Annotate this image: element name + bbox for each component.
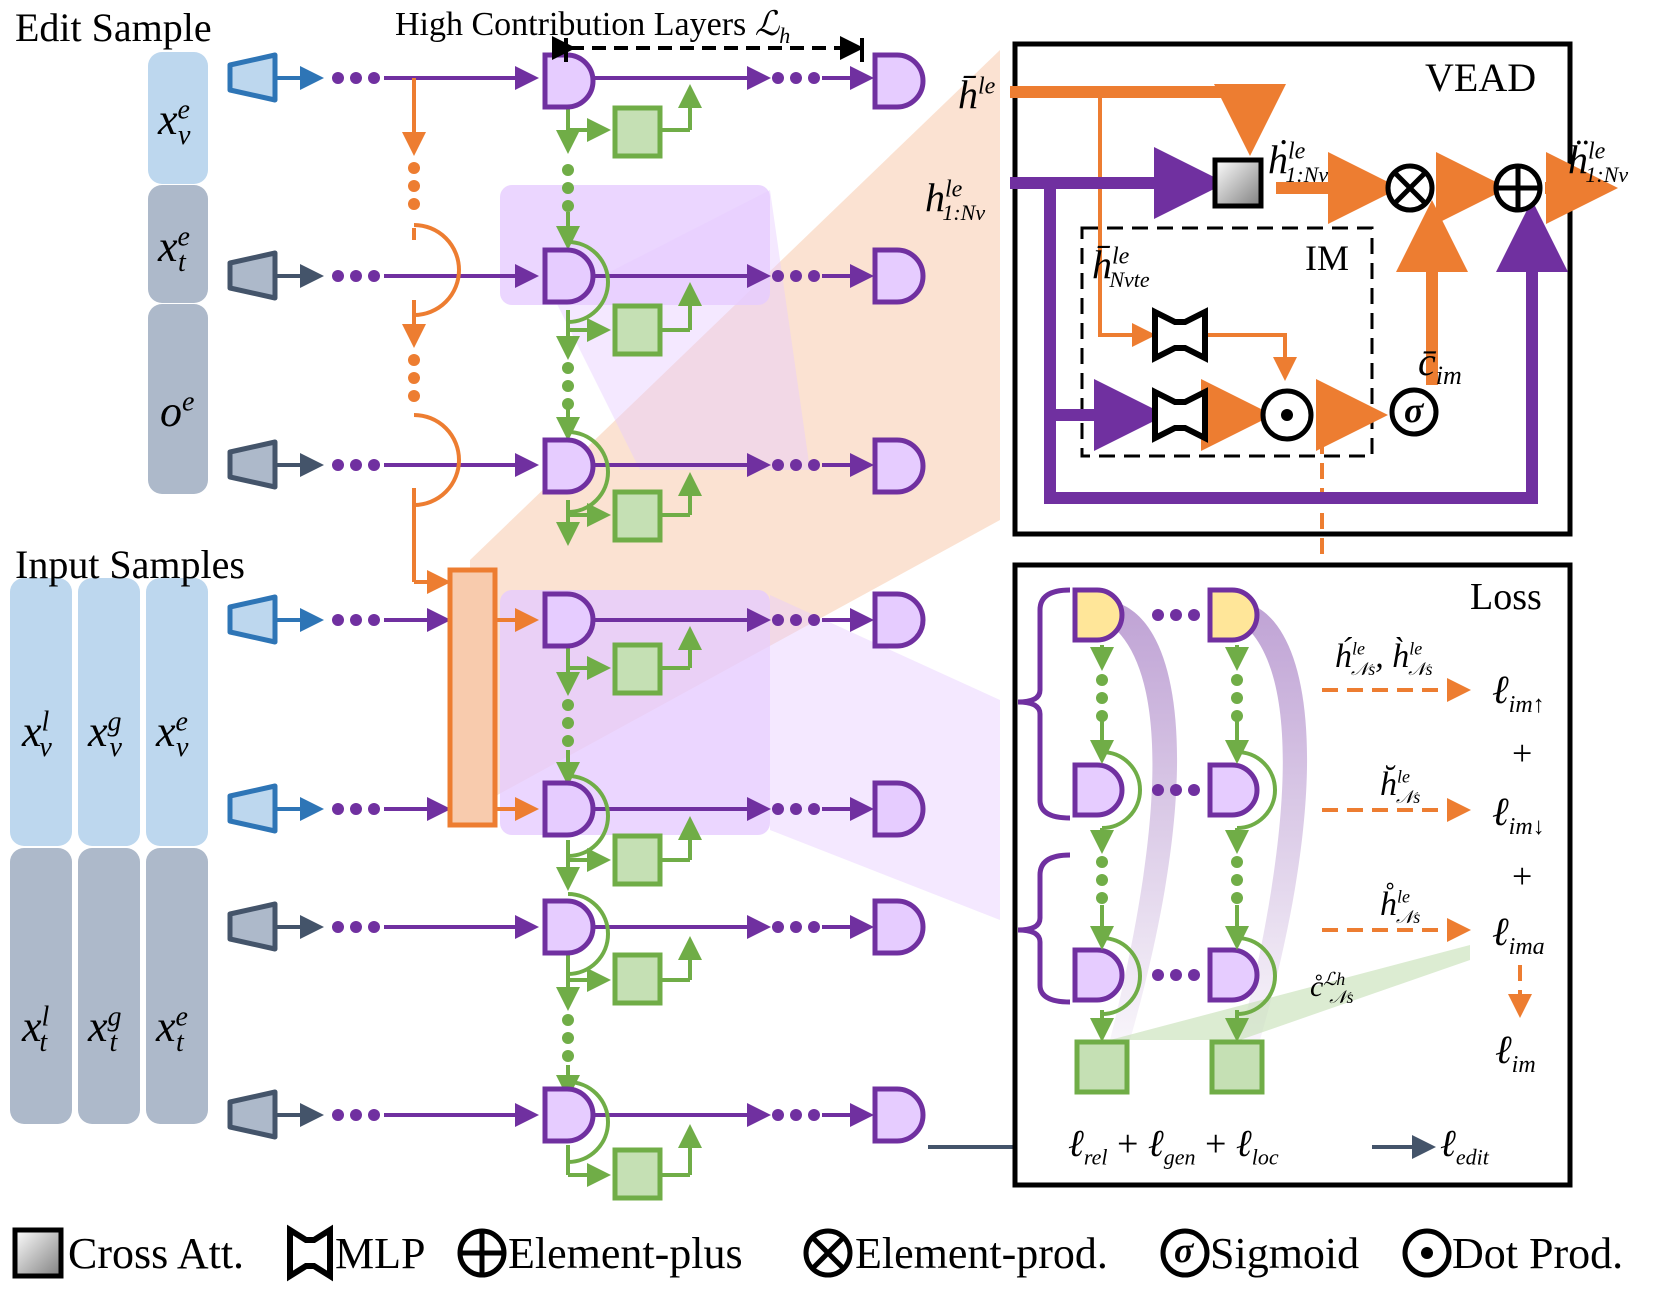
input-bar-xvl	[10, 578, 72, 846]
element-prod-op	[1385, 163, 1435, 213]
encoder-5	[227, 783, 278, 834]
loss-orange-branches	[1322, 678, 1532, 1018]
green-dots	[562, 164, 574, 1062]
label-l-im-up: ℓim↑	[1492, 667, 1545, 718]
orange-dots	[408, 162, 420, 402]
highlight-block-bottom	[500, 590, 770, 835]
encoder-3	[227, 439, 278, 490]
label-l-edit: ℓedit	[1440, 1123, 1489, 1170]
sigmoid-glyph: σ	[1404, 390, 1424, 430]
high-contribution-span	[552, 36, 864, 62]
input-bar-xve	[146, 578, 208, 846]
label-h-in: hle1:Nv	[925, 175, 986, 225]
high-layers-title: High Contribution Layers ℒh	[395, 6, 791, 48]
token-xvg: xgv	[88, 706, 122, 763]
legend-dot-prod: Dot Prod.	[1452, 1229, 1624, 1278]
dot-leaders	[332, 72, 820, 1121]
label-l-im-down: ℓim↓	[1492, 789, 1545, 840]
input-samples-title: Input Samples	[15, 542, 245, 587]
element-plus-op	[1493, 163, 1543, 213]
token-xtl: xlt	[22, 1001, 50, 1058]
encoder-1	[227, 52, 278, 103]
label-h-ddot: ḧle1:Nv	[1568, 137, 1629, 187]
loss-green-dots	[1096, 674, 1243, 904]
label-edit-loss-sum: ℓrel + ℓgen + ℓloc	[1068, 1123, 1279, 1170]
input-bar-xtl	[10, 848, 72, 1124]
legend-cross-att: Cross Att.	[68, 1229, 245, 1278]
mlp-top	[1152, 307, 1208, 363]
encoders	[227, 52, 278, 1140]
label-c-im: c̄im	[1418, 339, 1462, 390]
green-squares	[612, 105, 663, 1201]
input-bar-xte	[146, 848, 208, 1124]
encoder-4	[227, 594, 278, 645]
edit-sample-title: Edit Sample	[15, 5, 212, 50]
label-h-bar: h̄le	[958, 72, 996, 117]
token-xtg: xgt	[88, 1001, 122, 1058]
loss-purple-dots	[1152, 609, 1200, 981]
label-c-ring: c̊ℒh𝒩s	[1310, 969, 1354, 1007]
legend-sigmoid-glyph: σ	[1174, 1230, 1194, 1270]
loss-gates	[1072, 587, 1260, 1003]
token-xve-input: xev	[156, 706, 189, 763]
loss-green	[1090, 645, 1277, 1042]
edit-token-bar-oe	[148, 304, 208, 494]
gates	[542, 52, 926, 1144]
im-title: IM	[1305, 238, 1349, 278]
orange-vead-block	[447, 567, 498, 828]
legend-mlp: MLP	[335, 1229, 426, 1278]
plus-1: +	[1512, 733, 1533, 773]
loss-green-squares	[1074, 1039, 1265, 1095]
sigmoid-op	[1389, 387, 1439, 437]
token-xte: xet	[158, 221, 190, 278]
label-h-ring: h̊le𝒩s	[1380, 886, 1421, 927]
legend-sigmoid: Sigmoid	[1210, 1229, 1360, 1278]
projection-purple-bottom	[770, 595, 1000, 920]
im-box	[1080, 226, 1374, 458]
edit-token-bar-xte	[148, 185, 208, 303]
token-oe: oe	[160, 386, 195, 436]
legend-icons	[12, 1224, 1452, 1282]
label-h-breve: h̆le𝒩s	[1380, 766, 1421, 807]
label-h-bar-nvt: h̄leNvte	[1092, 242, 1150, 292]
plus-2: +	[1512, 856, 1533, 896]
vead-orange	[1010, 84, 1618, 930]
vead-purple	[1010, 147, 1568, 504]
encoder-arrows	[277, 66, 324, 1127]
edit-token-bar-xve	[148, 52, 208, 184]
encoder-2	[227, 250, 278, 301]
vead-box	[1012, 41, 1573, 537]
loss-title: Loss	[1470, 576, 1542, 618]
token-xte-input: xet	[156, 1001, 188, 1058]
cross-att-block	[1212, 157, 1264, 209]
token-xvl: xlv	[22, 706, 52, 763]
green-chains	[556, 84, 702, 1187]
label-l-im: ℓim	[1495, 1027, 1536, 1078]
label-h-dot: ḣle1:Nv	[1268, 137, 1329, 187]
label-h-up: h́le𝒩s, h̀le𝒩s	[1335, 638, 1433, 679]
vead-title: VEAD	[1425, 55, 1537, 100]
input-bar-xvg	[78, 578, 140, 846]
legend-element-prod: Element-prod.	[855, 1229, 1108, 1278]
token-xve: xev	[158, 94, 191, 151]
encoder-6	[227, 901, 278, 952]
encoder-7	[227, 1089, 278, 1140]
orange-routing	[402, 78, 539, 821]
label-l-im-a: ℓima	[1492, 909, 1545, 960]
loss-brackets	[1017, 587, 1071, 1005]
input-bar-xtg	[78, 848, 140, 1124]
mlp-bottom	[1152, 387, 1208, 443]
legend-element-plus: Element-plus	[508, 1229, 743, 1278]
